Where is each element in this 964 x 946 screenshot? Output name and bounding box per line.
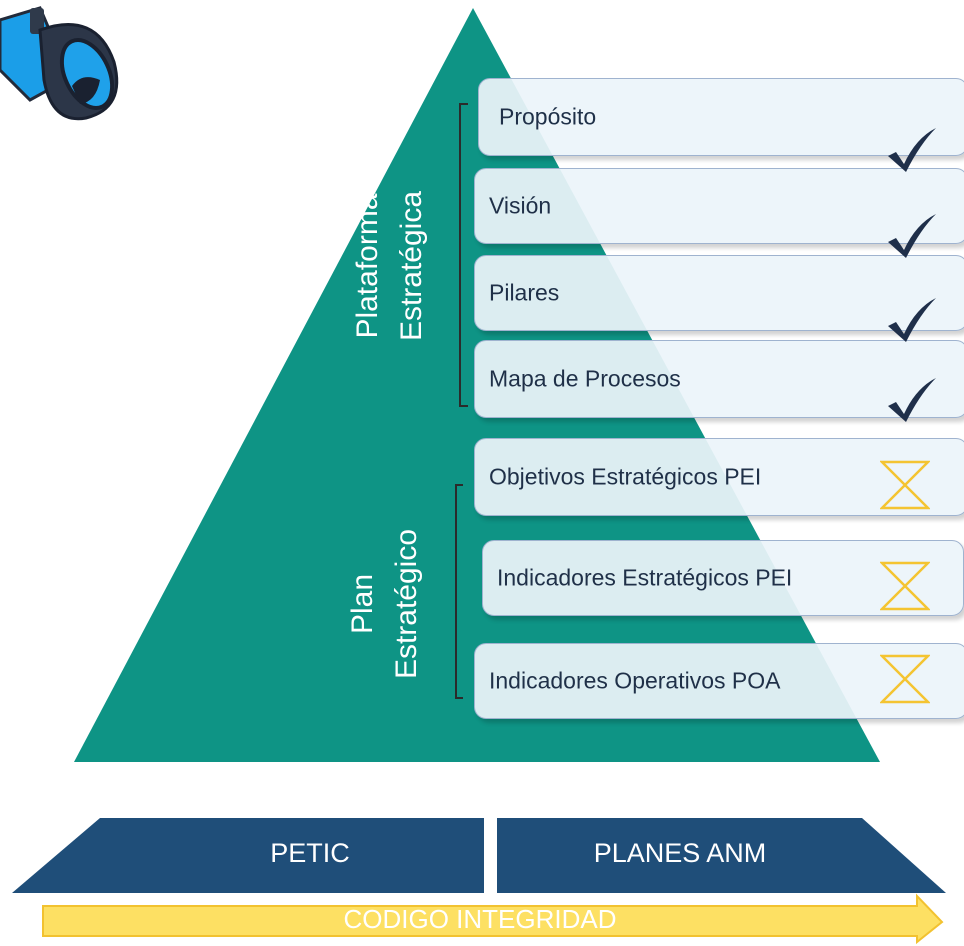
hourglass-icon bbox=[880, 561, 930, 611]
base-bar-right bbox=[497, 818, 946, 893]
item-label: Indicadores Estratégicos PEI bbox=[497, 564, 793, 591]
base-bar-left bbox=[12, 818, 484, 893]
item-label: Propósito bbox=[499, 103, 597, 130]
item-card-vision: Visión bbox=[474, 168, 964, 244]
group-label-plataforma-estrategica: Plataforma Estratégica bbox=[351, 190, 428, 342]
check-icon bbox=[888, 128, 936, 172]
check-icon bbox=[888, 378, 936, 422]
item-card-proposito: Propósito bbox=[478, 78, 964, 156]
bracket-top-group bbox=[459, 103, 468, 407]
bracket-bottom-group bbox=[455, 484, 463, 699]
check-icon bbox=[888, 214, 936, 258]
item-label: Indicadores Operativos POA bbox=[489, 667, 781, 694]
hourglass-icon bbox=[880, 654, 930, 704]
group-label-plan-estrategico: Plan Estratégico bbox=[346, 528, 423, 680]
item-label: Visión bbox=[489, 192, 552, 219]
arrow-label-codigo-integridad: CODIGO INTEGRIDAD bbox=[343, 904, 617, 934]
item-label: Objetivos Estratégicos PEI bbox=[489, 463, 762, 490]
hourglass-icon bbox=[880, 460, 930, 510]
base-label-planes-anm: PLANES ANM bbox=[593, 838, 767, 868]
item-card-mapa-de-procesos: Mapa de Procesos bbox=[474, 340, 964, 418]
item-label: Pilares bbox=[489, 279, 560, 306]
check-icon bbox=[888, 298, 936, 342]
base-label-petic: PETIC bbox=[270, 838, 350, 868]
item-card-objetivos-estrategicos: Objetivos Estratégicos PEI bbox=[474, 438, 964, 516]
integrity-arrow bbox=[42, 893, 944, 945]
item-card-pilares: Pilares bbox=[474, 255, 964, 331]
item-card-indicadores-estrategicos: Indicadores Estratégicos PEI bbox=[482, 540, 964, 616]
telescope-icon bbox=[0, 6, 119, 121]
item-label: Mapa de Procesos bbox=[489, 365, 681, 392]
